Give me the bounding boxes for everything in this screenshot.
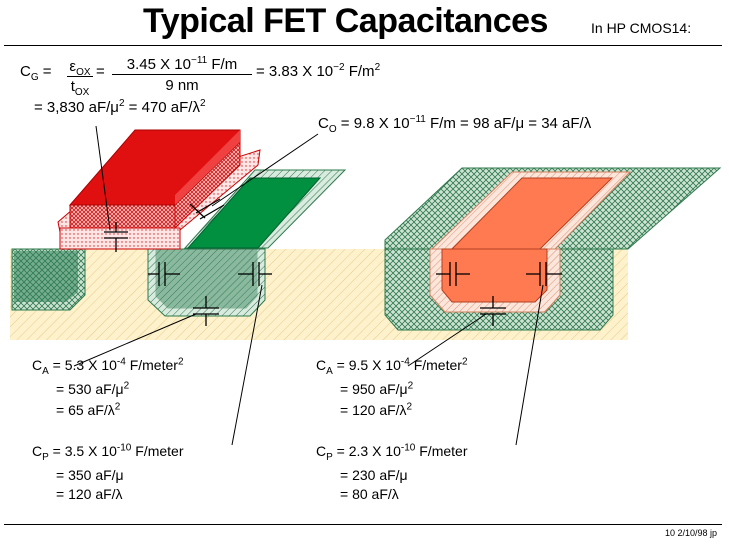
cg-result-alt: = 3,830 aF/μ2 = 470 aF/λ2 <box>34 98 206 116</box>
value-fraction: 3.45 X 10−11 F/m 9 nm <box>112 56 252 94</box>
left-cp: CP = 3.5 X 10-10 F/meter <box>32 442 184 463</box>
page-subtitle: In HP CMOS14: <box>591 20 692 36</box>
right-cp-line2: = 230 aF/μ <box>340 467 408 483</box>
equals-sign: = <box>96 63 105 80</box>
co-formula: CO = 9.8 X 10−11 F/m = 98 aF/μ = 34 aF/λ <box>318 114 592 135</box>
right-ca-line3: = 120 aF/λ2 <box>340 401 413 418</box>
right-ca: CA = 9.5 X 10-4 F/meter2 <box>316 356 468 377</box>
diffusion-top <box>186 177 322 249</box>
left-ca-line3: = 65 aF/λ2 <box>56 401 121 418</box>
right-cp: CP = 2.3 X 10-10 F/meter <box>316 442 468 463</box>
gate-side <box>69 204 176 229</box>
left-cp-line3: = 120 aF/λ <box>56 486 123 502</box>
diffusion-well-left <box>147 248 266 317</box>
top-rule <box>4 45 722 46</box>
right-ca-line2: = 950 aF/μ2 <box>340 380 414 397</box>
page-title: Typical FET Capacitances <box>143 2 548 40</box>
left-ca: CA = 5.3 X 10-4 F/meter2 <box>32 356 184 377</box>
cg-label: CG = <box>20 63 52 83</box>
eps-over-tox: εOX tOX <box>67 58 93 98</box>
left-ca-line2: = 530 aF/μ2 <box>56 380 130 397</box>
left-cp-line2: = 350 aF/μ <box>56 467 124 483</box>
cap-symbols <box>104 198 562 326</box>
leader-lines <box>73 125 544 446</box>
pdiff-body <box>441 248 548 303</box>
right-cp-line3: = 80 aF/λ <box>340 486 399 502</box>
footer: 10 2/10/98 jp <box>664 528 717 538</box>
bottom-rule <box>4 524 722 525</box>
cg-result: = 3.83 X 10−2 F/m2 <box>256 62 381 80</box>
